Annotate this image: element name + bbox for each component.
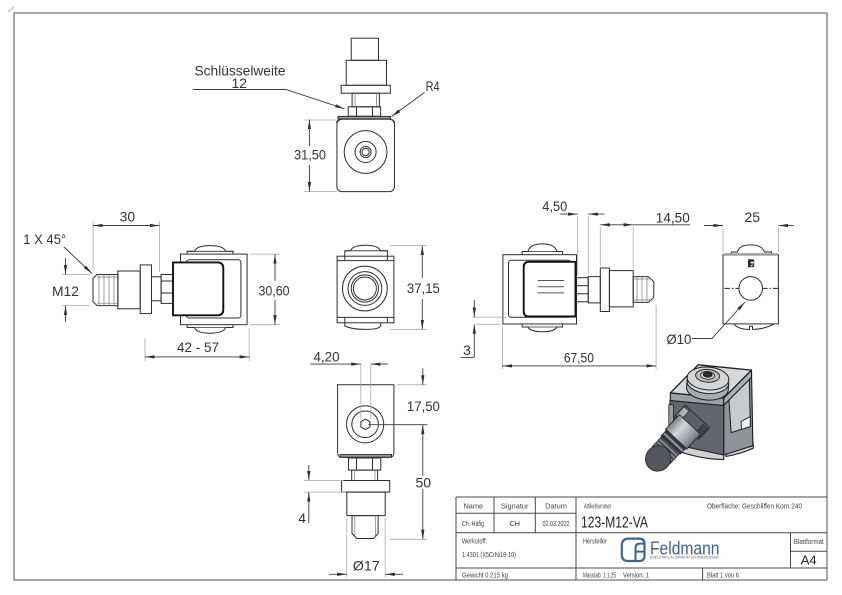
svg-text:EDELSTAHL ALUMINIUM SCHMIEDE: EDELSTAHL ALUMINIUM SCHMIEDEEISEN bbox=[650, 556, 720, 560]
svg-text:31,50: 31,50 bbox=[294, 147, 326, 163]
svg-text:30: 30 bbox=[120, 209, 136, 225]
svg-text:M12: M12 bbox=[52, 283, 79, 299]
svg-text:Version: 1: Version: 1 bbox=[623, 571, 649, 580]
svg-text:Gewicht 0.215 kg: Gewicht 0.215 kg bbox=[462, 571, 508, 580]
svg-text:Schlüsselweite: Schlüsselweite bbox=[195, 63, 286, 79]
svg-text:Ø10: Ø10 bbox=[666, 331, 691, 347]
svg-text:42 - 57: 42 - 57 bbox=[177, 339, 219, 355]
svg-text:Name: Name bbox=[463, 502, 483, 511]
svg-text:1 X 45°: 1 X 45° bbox=[23, 231, 66, 247]
svg-text:Ø17: Ø17 bbox=[353, 558, 380, 574]
svg-text:R4: R4 bbox=[426, 78, 440, 94]
svg-text:CH: CH bbox=[509, 519, 520, 528]
svg-text:67,50: 67,50 bbox=[564, 350, 594, 366]
svg-text:123-M12-VA: 123-M12-VA bbox=[581, 515, 648, 532]
svg-text:30,60: 30,60 bbox=[259, 283, 290, 299]
svg-text:Ch. Häfig: Ch. Häfig bbox=[462, 519, 484, 528]
svg-text:4,20: 4,20 bbox=[314, 349, 340, 365]
svg-text:Blatt 1 von 6: Blatt 1 von 6 bbox=[707, 571, 739, 580]
svg-text:25: 25 bbox=[745, 209, 761, 225]
svg-text:Masstab: 1:1.25: Masstab: 1:1.25 bbox=[583, 571, 616, 580]
svg-text:Oberfläche: Geschliffen Korn: Oberfläche: Geschliffen Korn 240 bbox=[707, 502, 802, 511]
svg-text:Blattformat: Blattformat bbox=[794, 537, 824, 546]
svg-text:Hersteller: Hersteller bbox=[583, 537, 607, 546]
svg-text:50: 50 bbox=[416, 475, 432, 491]
svg-text:02.03.2022: 02.03.2022 bbox=[543, 519, 570, 528]
svg-text:1.4301 (X5CrNi18-10): 1.4301 (X5CrNi18-10) bbox=[462, 550, 516, 559]
svg-text:37,15: 37,15 bbox=[407, 280, 440, 296]
svg-text:17,50: 17,50 bbox=[407, 398, 440, 414]
svg-text:Werkstoff:: Werkstoff: bbox=[462, 537, 487, 546]
svg-text:4,50: 4,50 bbox=[542, 198, 567, 214]
svg-text:Artikelnummer: Artikelnummer bbox=[584, 502, 611, 511]
svg-text:12: 12 bbox=[232, 75, 248, 91]
svg-text:3: 3 bbox=[463, 342, 471, 358]
svg-text:A4: A4 bbox=[801, 553, 817, 568]
svg-text:Datum: Datum bbox=[545, 502, 567, 511]
svg-text:4: 4 bbox=[298, 510, 306, 526]
svg-text:14,50: 14,50 bbox=[656, 210, 690, 226]
svg-text:Feldmann: Feldmann bbox=[650, 538, 720, 559]
svg-text:Signatur: Signatur bbox=[501, 502, 529, 511]
